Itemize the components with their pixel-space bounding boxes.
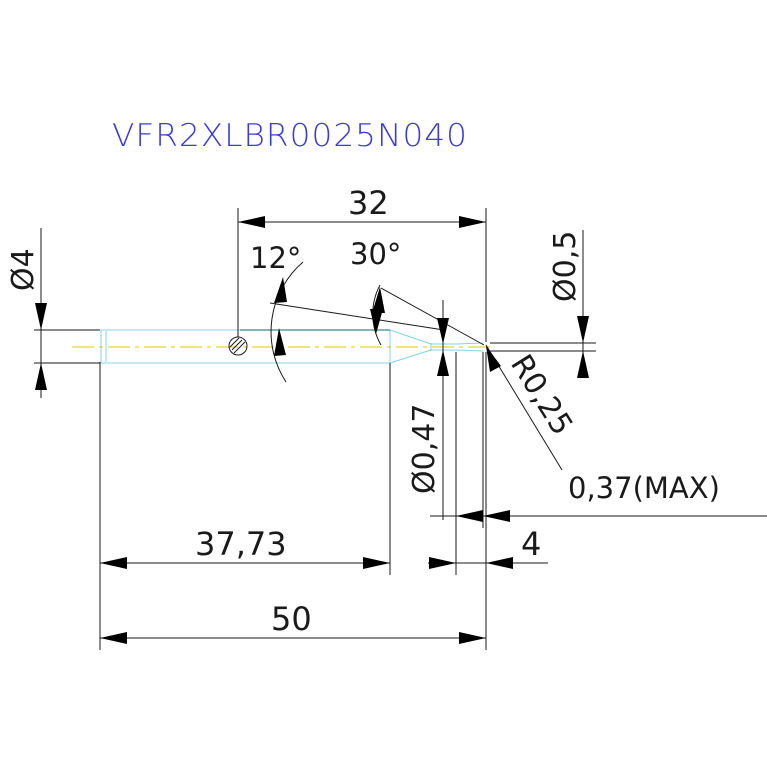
cone-top-edge — [389, 329, 432, 345]
dimension-lines — [34, 208, 767, 650]
corner-radius-label: R0,25 — [503, 349, 579, 442]
reach-length-label: 32 — [348, 184, 389, 222]
max-dimension-label: 0,37(MAX) — [568, 471, 720, 505]
tip-diameter-label: Ø0,5 — [548, 231, 583, 302]
flute-length-label: 4 — [521, 525, 541, 563]
body-length-label: 37,73 — [195, 525, 287, 563]
shank-diameter-label: Ø4 — [6, 248, 41, 291]
tip-top-edge — [455, 342, 484, 345]
angle-small-label: 12° — [250, 241, 301, 275]
arrow-heads — [35, 216, 589, 644]
tip-bottom-edge — [455, 349, 484, 352]
part-number-title: VFR2XLBR0025N040 — [112, 118, 468, 154]
cone-bottom-edge — [389, 349, 432, 364]
reference-hole-symbol — [228, 336, 248, 356]
overall-length-label: 50 — [271, 600, 312, 638]
neck-diameter-label: Ø0,47 — [407, 404, 442, 494]
angle-large-label: 30° — [350, 237, 401, 271]
